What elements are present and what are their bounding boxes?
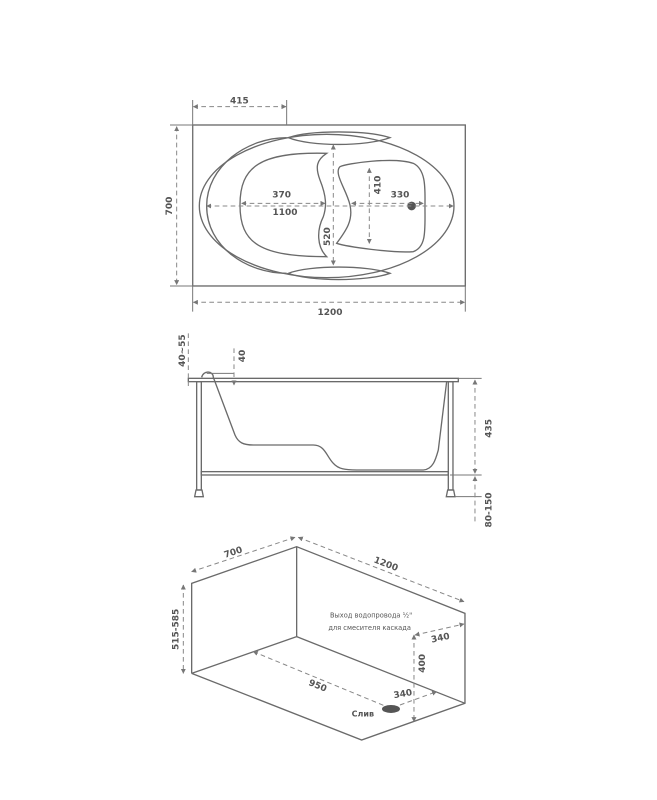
drain-label: Слив xyxy=(352,710,374,719)
rim xyxy=(187,377,459,383)
tub-profile xyxy=(201,371,448,471)
dim-40: 40 xyxy=(238,350,248,363)
dim-340-outlet: 340 xyxy=(430,632,450,646)
dim-1200: 1200 xyxy=(317,308,342,318)
iso-dim-700: 700 xyxy=(223,545,244,560)
side-view: 40~55 40 435 80-150 xyxy=(178,333,495,527)
dim-330: 330 xyxy=(391,190,410,200)
headrest-top xyxy=(286,131,392,146)
iso-dim-1200: 1200 xyxy=(372,556,399,574)
niche-outline xyxy=(190,545,466,741)
leg-left xyxy=(195,380,202,491)
dim-400: 400 xyxy=(418,654,428,673)
drain-icon xyxy=(381,704,400,713)
dim-40-55: 40~55 xyxy=(178,334,188,367)
dim-340-drain: 340 xyxy=(393,688,413,701)
outlet-note-line2: для смесителя каскада xyxy=(328,624,411,632)
headrest-bottom xyxy=(286,266,392,281)
dim-700: 700 xyxy=(165,197,175,216)
leg-right xyxy=(447,380,454,491)
outlet-note-line1: Выход водопровода ½" xyxy=(330,611,412,619)
dim-410: 410 xyxy=(374,176,384,195)
dim-515-585: 515-585 xyxy=(171,609,181,650)
seat-basin xyxy=(239,152,329,258)
dim-950: 950 xyxy=(307,678,328,694)
dim-435: 435 xyxy=(485,419,495,438)
dim-370: 370 xyxy=(272,190,291,200)
dim-520: 520 xyxy=(323,227,333,246)
frame-crossbar xyxy=(200,470,449,476)
dim-80-150: 80-150 xyxy=(485,492,495,527)
dim-1100: 1100 xyxy=(272,208,297,218)
dim-415: 415 xyxy=(230,96,249,106)
top-view: 415 700 1200 370 1100 330 410 520 xyxy=(165,96,466,318)
iso-view: 700 1200 515-585 950 340 340 400 Выход в… xyxy=(171,536,466,741)
outer-oval xyxy=(198,133,455,279)
